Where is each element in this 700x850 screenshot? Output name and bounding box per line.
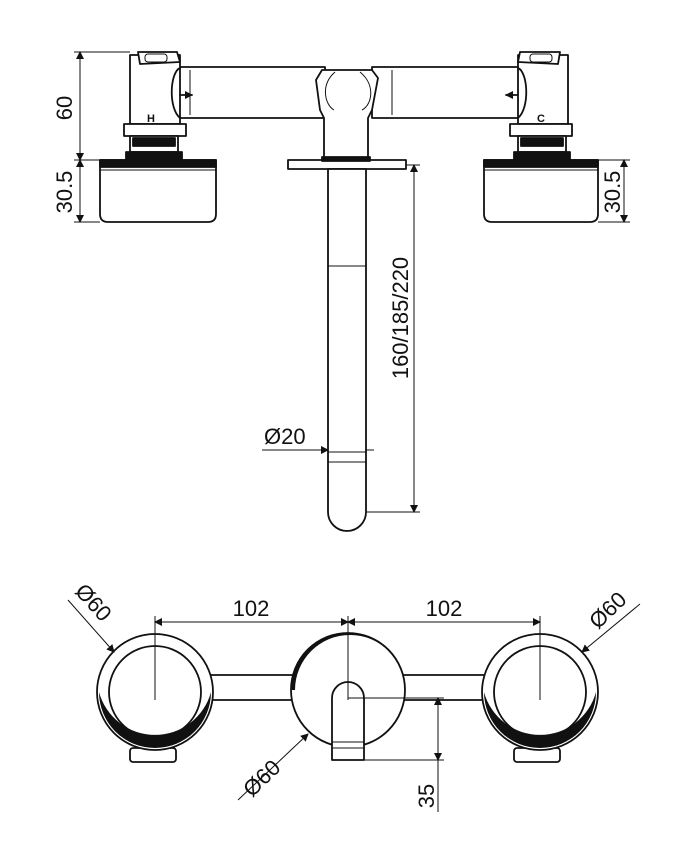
dim-spacing-right: 102 (347, 596, 541, 700)
dim-spout-offset-label: 35 (414, 784, 439, 808)
dim-spacing-left: 102 (154, 596, 349, 700)
hot-handle: H (123, 51, 193, 161)
dim-spout-diameter-label: Ø20 (264, 424, 306, 449)
dim-spout-diameter: Ø20 (262, 424, 374, 454)
dim-flange-height-right: 30.5 (598, 159, 630, 223)
hot-flange (99, 159, 217, 223)
dim-flange-height-left-label: 30.5 (52, 171, 77, 214)
dim-flange-diameter-right-label: Ø60 (584, 587, 631, 634)
dim-flange-diameter-center: Ø60 (237, 733, 309, 802)
dim-flange-height-left: 30.5 (52, 159, 100, 223)
dim-spout-length: 160/185/220 (366, 164, 420, 513)
dim-handle-height-label: 60 (52, 96, 77, 120)
cold-handle: C (505, 51, 573, 161)
plan-view: 102 102 Ø60 Ø60 Ø60 35 (67, 579, 641, 812)
dim-flange-diameter-right: Ø60 (581, 587, 641, 653)
dim-flange-diameter-left-label: Ø60 (70, 579, 116, 627)
front-elevation-view: H C 60 (52, 51, 630, 532)
dim-spout-offset: 35 (348, 697, 444, 812)
hot-label: H (147, 113, 155, 125)
dim-spacing-right-label: 102 (426, 596, 463, 621)
dim-spout-length-label: 160/185/220 (388, 257, 413, 379)
spout (327, 168, 367, 532)
cold-flange (483, 159, 599, 223)
cold-label: C (537, 113, 545, 125)
dim-flange-diameter-left: Ø60 (67, 579, 117, 653)
dim-flange-height-right-label: 30.5 (600, 171, 625, 214)
plan-connectors (205, 674, 491, 701)
dim-spacing-left-label: 102 (233, 596, 270, 621)
dim-handle-height: 60 (52, 51, 130, 161)
